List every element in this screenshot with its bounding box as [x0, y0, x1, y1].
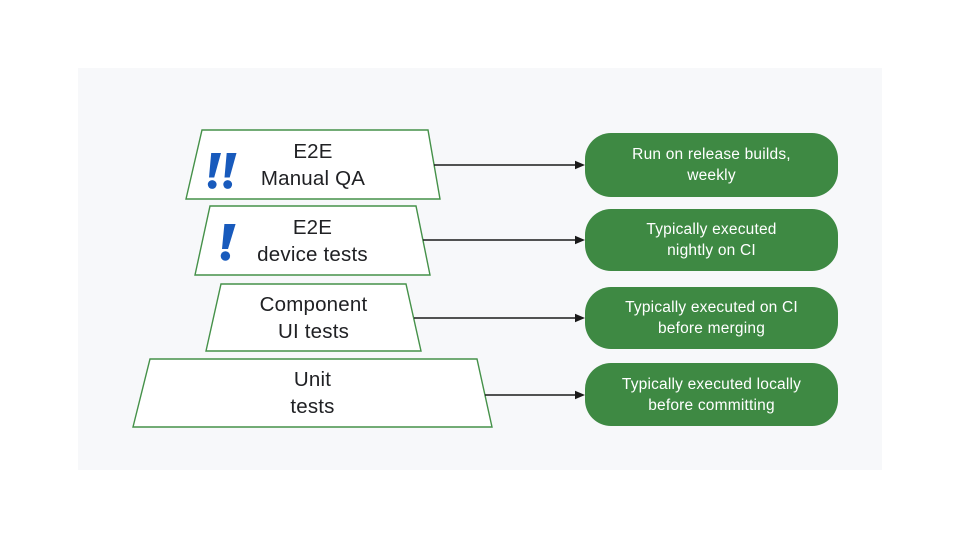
pill-component-ui-tests: Typically executed on CI before merging: [585, 287, 838, 349]
arrow-e2e-manual-qa: [434, 160, 585, 170]
trapezoid-e2e-device-tests: [194, 205, 431, 276]
arrow-e2e-device-tests: [423, 235, 585, 245]
pill-line: before committing: [648, 396, 775, 414]
trapezoid-component-ui-tests: [205, 283, 422, 352]
pill-line: Typically executed on CI: [625, 299, 798, 316]
diagram-shapes: [132, 129, 585, 428]
double-exclamation-icon: [207, 153, 237, 189]
pill-line: before merging: [657, 320, 766, 337]
diagram-panel: E2E Manual QA E2E device tests Component…: [78, 68, 882, 470]
pill-line: weekly: [687, 167, 736, 184]
pill-e2e-manual-qa: Run on release builds, weekly: [585, 133, 838, 197]
pill-unit-tests: Typically executed locally before commit…: [585, 363, 838, 426]
arrow-component-ui-tests: [414, 313, 585, 323]
trapezoid-e2e-manual-qa: [185, 129, 441, 200]
pill-line: Typically executed locally: [621, 375, 802, 393]
pill-e2e-device-tests: Typically executed nightly on CI: [585, 209, 838, 271]
arrow-unit-tests: [485, 390, 585, 400]
pill-line: Typically executed: [646, 221, 777, 238]
pill-line: nightly on CI: [667, 242, 756, 259]
trapezoid-unit-tests: [132, 358, 493, 428]
exclamation-icon: [220, 224, 236, 261]
pill-line: Run on release builds,: [632, 146, 791, 163]
